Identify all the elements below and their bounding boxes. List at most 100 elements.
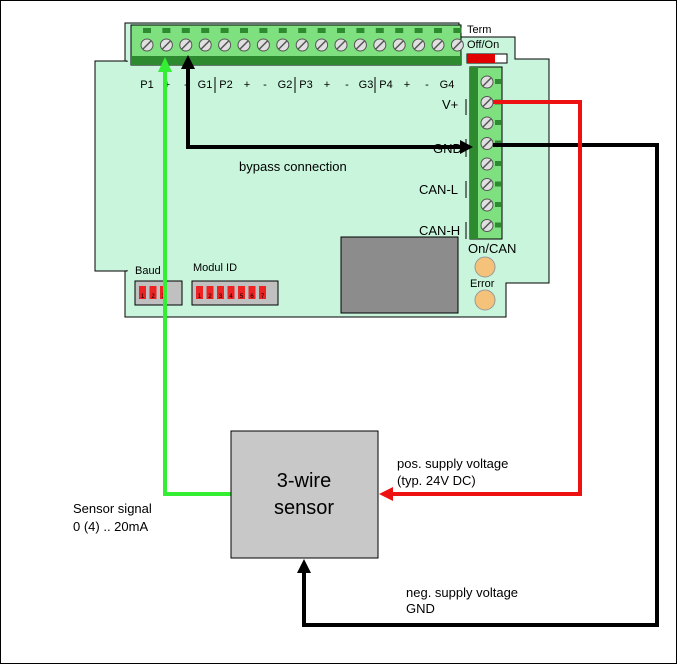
bypass-wire <box>186 67 463 149</box>
terminal-contact <box>495 222 501 228</box>
dip-lever[interactable] <box>149 286 157 299</box>
top-terminal-label: P4 <box>379 79 392 91</box>
dip-lever[interactable] <box>196 286 203 299</box>
pos-supply-label: pos. supply voltage <box>397 456 508 471</box>
screw-slot <box>142 40 152 50</box>
top-terminal-label: + <box>324 79 330 91</box>
screw-slot <box>278 40 288 50</box>
screw-slot <box>482 118 492 128</box>
term-off-on-label: Off/On <box>467 39 499 51</box>
dip-lever[interactable] <box>217 286 224 299</box>
dip-number: 7 <box>261 294 265 300</box>
terminal-contact <box>259 28 268 33</box>
dip-lever[interactable] <box>206 286 214 299</box>
three-wire-sensor <box>230 430 379 559</box>
supply-wire <box>393 100 582 496</box>
can-h-label: CAN-H <box>419 223 460 238</box>
screw-slot <box>317 40 327 50</box>
sensor-signal-range-label: 0 (4) .. 20mA <box>73 519 148 534</box>
processor-chip <box>340 236 459 314</box>
top-terminal-screws <box>140 28 464 52</box>
dip-lever[interactable] <box>139 286 146 299</box>
neg-supply-gnd-label: GND <box>406 601 435 616</box>
top-terminal-label: - <box>345 79 349 91</box>
error-label: Error <box>470 278 495 290</box>
screw-slot <box>482 97 492 108</box>
screw-slot <box>258 40 268 50</box>
neg-supply-label: neg. supply voltage <box>406 585 518 600</box>
top-terminal-label: G1 <box>198 79 213 91</box>
on-can-label: On/CAN <box>468 241 516 256</box>
terminal-contact <box>495 161 501 166</box>
screw-slot <box>482 77 492 87</box>
dip-number: 1 <box>198 294 202 300</box>
dip-number: 3 <box>219 294 223 300</box>
ground-wire <box>302 143 659 627</box>
terminal-contact <box>162 28 171 33</box>
screw-slot <box>394 40 404 50</box>
terminal-contact <box>181 28 190 33</box>
terminal-contact <box>220 28 229 33</box>
error-led <box>474 289 496 311</box>
terminal-contact <box>143 28 151 33</box>
screw-slot <box>336 40 346 50</box>
screw-slot <box>482 159 492 169</box>
terminal-contact <box>495 120 501 125</box>
dip-lever[interactable] <box>227 286 235 299</box>
bypass-arrow-right <box>460 140 473 154</box>
screw-slot <box>482 179 492 190</box>
terminal-contact <box>495 202 501 207</box>
sensor-label-line2: sensor <box>274 497 334 519</box>
term-label: Term <box>467 24 491 36</box>
signal-wire <box>163 71 231 496</box>
bypass-connection-label: bypass connection <box>239 159 347 174</box>
ground-arrow-up <box>297 559 311 573</box>
terminal-contact <box>240 28 248 33</box>
screw-slot <box>220 40 230 50</box>
top-terminal-label: G2 <box>278 79 293 91</box>
terminal-contact <box>434 28 442 33</box>
screw-slot <box>181 40 191 50</box>
screw-slot <box>200 40 210 50</box>
screw-slot <box>375 40 385 50</box>
sensor-label-line1: 3-wire <box>277 470 331 492</box>
terminal-contact <box>356 28 365 33</box>
bypass-arrow-up <box>181 55 195 69</box>
dip-lever[interactable] <box>248 286 256 299</box>
dip-lever[interactable] <box>238 286 245 299</box>
screw-slot <box>239 40 249 50</box>
top-terminal-label: P1 <box>140 79 153 91</box>
dip-number: 1 <box>141 294 145 300</box>
screw-slot <box>433 40 443 50</box>
signal-arrow-up <box>158 57 172 72</box>
screw-slot <box>297 40 307 50</box>
dip-number: 2 <box>208 294 212 300</box>
side-terminal-screws <box>480 75 501 232</box>
top-terminal-label: - <box>425 79 429 91</box>
screw-slot <box>414 40 424 50</box>
terminal-contact <box>453 28 462 33</box>
screw-slot <box>161 40 171 50</box>
dip-lever[interactable] <box>259 286 266 299</box>
terminal-contact <box>495 181 501 187</box>
top-terminal-label: + <box>404 79 410 91</box>
screw-slot <box>482 200 492 210</box>
on-can-led <box>474 256 496 278</box>
top-terminal-label: G4 <box>440 79 455 91</box>
dip-number: 4 <box>229 294 233 300</box>
terminal-contact <box>317 28 326 33</box>
terminal-contact <box>337 28 345 33</box>
terminal-contact <box>495 79 501 84</box>
dip-number: 6 <box>250 294 254 300</box>
top-terminal-label: P3 <box>299 79 312 91</box>
supply-arrow-left <box>379 487 393 501</box>
top-terminal-label: G3 <box>359 79 374 91</box>
pos-supply-typ-label: (typ. 24V DC) <box>397 473 476 488</box>
terminal-contact <box>375 28 384 33</box>
screw-slot <box>355 40 365 50</box>
sensor-signal-label: Sensor signal <box>73 501 152 516</box>
dip-number: 2 <box>151 294 155 300</box>
